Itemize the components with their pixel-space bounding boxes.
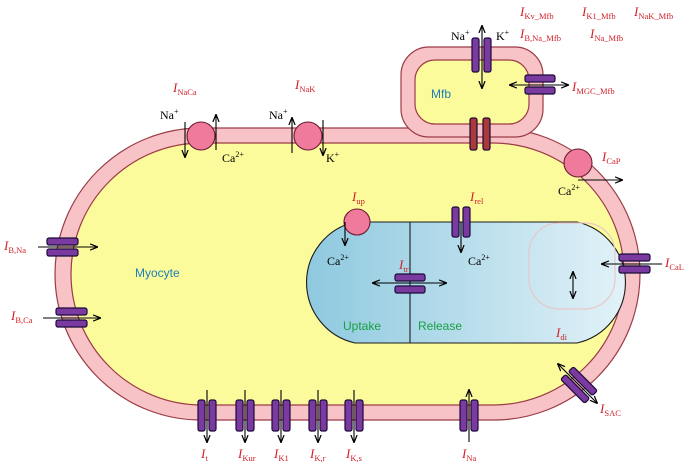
current-di: Idi [555,325,568,342]
current-up: Iup [351,189,365,206]
current-k1: IK1 [273,446,289,463]
current-cal: ICaL [664,255,684,272]
iks-channel [344,390,364,442]
current-nak-mfb: INaK_Mfb [633,4,673,21]
uptake-label: Uptake [343,319,381,333]
current-kr: IK,r [309,446,326,463]
bca-channel [43,307,100,328]
current-ks: IK,s [345,446,362,463]
naca-ca-label: Ca2+ [222,150,244,165]
bna-channel [38,237,97,257]
current-rel: Irel [469,189,484,206]
ryr-channel [451,206,471,252]
current-nak: INaK [294,77,316,94]
mfb-na-label: Na+ [451,28,470,43]
ik1-channel [271,390,291,442]
current-bna: IB,Na [3,238,26,255]
nak-na-label: Na+ [269,107,288,122]
current-kur: IKur [237,446,256,463]
dyadic-subspace [528,222,616,310]
myocyte-label: Myocyte [135,266,180,280]
naca-exchanger [185,115,216,157]
cap-pump [563,148,622,180]
current-na-mfb: INa_Mfb [589,26,623,43]
nak-k-label: K+ [326,150,340,165]
mfb-k-label: K+ [496,28,510,43]
ikur-channel [235,390,255,442]
transfer-channel [373,273,446,294]
current-kv-mfb: IKv_Mfb [519,4,554,21]
up-ca-label: Ca2+ [327,253,349,268]
ina-channel [459,390,479,442]
current-bna-mfb: IB,Na_Mfb [519,26,561,43]
rel-ca-label: Ca2+ [468,253,490,268]
release-label: Release [418,319,462,333]
it-channel [197,390,217,442]
current-mgc: IMGC_Mfb [571,79,615,96]
gap-junction [469,117,491,151]
cal-channel [602,253,662,274]
sac-arrow [558,364,597,403]
serca-pump [344,208,371,245]
current-sac: ISAC [599,401,621,418]
current-t: It [200,446,208,463]
nak-pump [292,118,323,155]
current-naca: INaCa [172,80,197,97]
ikr-channel [308,390,328,442]
current-bca: IB,Ca [10,308,33,325]
current-tr: Itr [398,257,409,274]
mfb-top-channel [471,26,492,88]
mfb-label: Mfb [431,87,451,101]
mgc-channel [510,74,568,95]
current-cap: ICaP [601,149,621,166]
current-na: INa [461,446,476,463]
current-k1-mfb: IK1_Mfb [581,4,616,21]
naca-na-label: Na+ [160,107,179,122]
cap-ca-label: Ca2+ [558,183,580,198]
